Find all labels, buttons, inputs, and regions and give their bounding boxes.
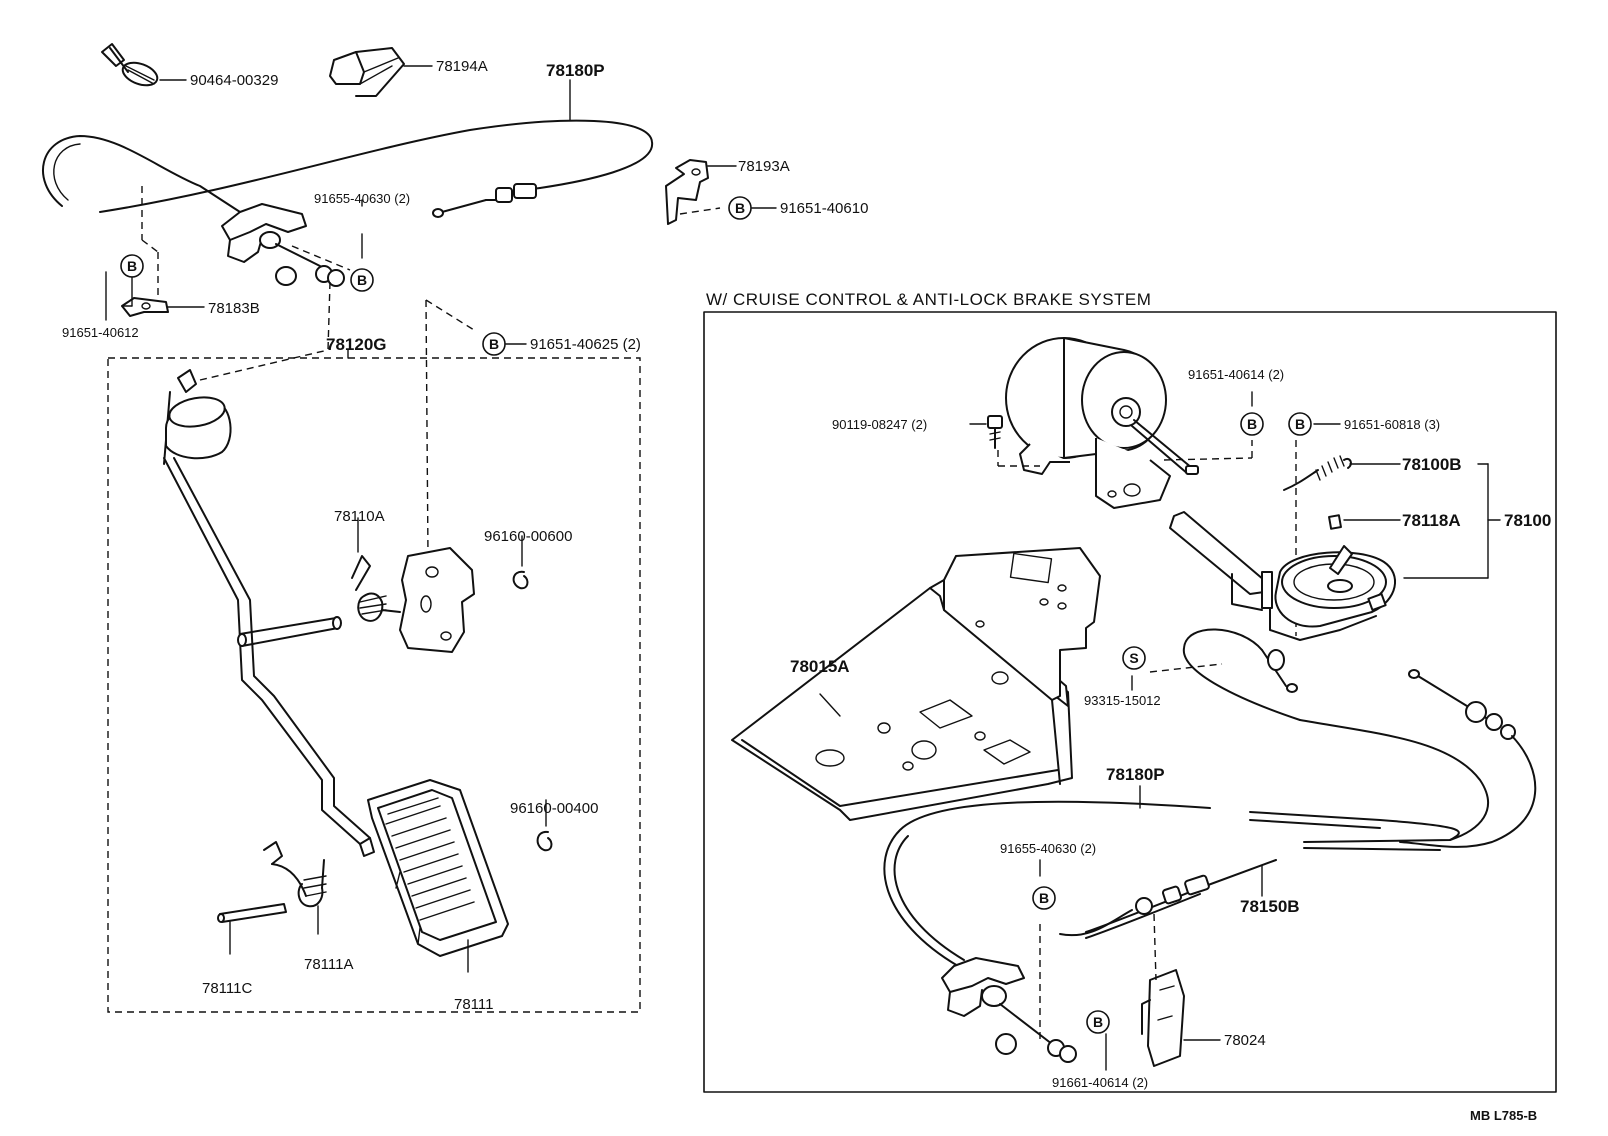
label-91655-40630-top: 91655-40630 (2) — [314, 191, 411, 206]
label-78110a: 78110A — [334, 508, 385, 525]
cruise-control-inset-frame — [703, 311, 1557, 1093]
label-78183b: 78183B — [208, 300, 260, 317]
label-91651-40625: 91651-40625 (2) — [530, 336, 641, 353]
label-78180p-inset: 78180P — [1106, 765, 1165, 784]
label-90119-08247: 90119-08247 (2) — [832, 417, 928, 432]
bolt-callout-b-4: B — [482, 332, 506, 356]
screw-callout-s: S — [1122, 646, 1146, 670]
bolt-callout-b-2: B — [350, 268, 374, 292]
svg-text:B: B — [357, 272, 367, 288]
cable-clamp-part — [101, 43, 159, 87]
actuator-pulley-78100 — [1169, 511, 1396, 641]
bracket-78194a-part — [329, 47, 405, 97]
bolt-callout-b-5: B — [1240, 412, 1264, 436]
svg-text:B: B — [489, 336, 499, 352]
drawing-code: MB L785-B — [1470, 1108, 1538, 1123]
pin-78111c — [217, 903, 287, 923]
label-78100: 78100 — [1504, 511, 1552, 530]
snap-ring-96160-00400 — [536, 830, 553, 852]
svg-text:B: B — [1093, 1014, 1103, 1030]
bolt-callout-b-7: B — [1032, 886, 1056, 910]
label-78194a: 78194A — [436, 58, 488, 75]
label-93315-15012: 93315-15012 — [1084, 693, 1161, 708]
svg-text:B: B — [735, 200, 745, 216]
svg-text:B: B — [1295, 416, 1305, 432]
cable-retainer-part — [221, 203, 345, 287]
bolt-callout-b-1: B — [120, 254, 144, 278]
label-78180p-top: 78180P — [546, 61, 605, 80]
label-78111a: 78111A — [304, 956, 354, 973]
accelerator-cable-top — [42, 119, 654, 218]
pedal-assembly-boundary — [107, 357, 641, 1013]
label-91655-40630-inset: 91655-40630 (2) — [1000, 841, 1097, 856]
svg-text:B: B — [127, 258, 137, 274]
label-78100b: 78100B — [1402, 455, 1462, 474]
pedal-shaft — [237, 616, 342, 647]
bolt-90119-08247-part — [987, 415, 1003, 449]
actuator-spring-78100b — [1283, 455, 1352, 491]
label-91651-60818: 91651-60818 (3) — [1344, 417, 1441, 432]
bracket-78193a-part — [665, 159, 709, 225]
accelerator-cable-inset — [883, 800, 1277, 967]
bolt-callout-b-6: B — [1288, 412, 1312, 436]
accelerator-pedal-arm — [163, 369, 375, 857]
label-78193a: 78193A — [738, 158, 790, 175]
return-spring-78110a — [351, 555, 401, 622]
pedal-pad-78111 — [367, 779, 509, 957]
label-78024: 78024 — [1224, 1032, 1266, 1049]
svg-text:S: S — [1129, 650, 1138, 666]
return-spring-78111a — [263, 841, 327, 908]
bolt-callout-b-8: B — [1086, 1010, 1110, 1034]
link-78118a-part — [1328, 514, 1342, 530]
label-91661-40614: 91661-40614 (2) — [1052, 1075, 1149, 1090]
label-78111c: 78111C — [202, 980, 253, 997]
pedal-bracket-plate — [399, 547, 475, 653]
cruise-control-cable — [1182, 628, 1537, 851]
label-91651-40614: 91651-40614 (2) — [1188, 367, 1285, 382]
label-78120g: 78120G — [326, 335, 387, 354]
bolt-callout-b-3: B — [728, 196, 752, 220]
label-96160-00600: 96160-00600 — [484, 528, 573, 545]
inset-section-title: W/ CRUISE CONTROL & ANTI-LOCK BRAKE SYST… — [706, 290, 1152, 309]
cruise-actuator-motor — [1005, 337, 1199, 509]
mounting-bracket-78015a — [731, 547, 1101, 821]
svg-text:B: B — [1039, 890, 1049, 906]
label-78118a: 78118A — [1402, 511, 1461, 530]
label-78015a: 78015A — [790, 657, 850, 676]
snap-ring-96160-00600 — [512, 570, 529, 590]
label-90464-00329: 90464-00329 — [190, 72, 279, 89]
label-91651-40612: 91651-40612 — [62, 325, 139, 340]
bracket-78024-part — [1141, 969, 1185, 1067]
label-78111: 78111 — [454, 996, 494, 1013]
cable-retainer-inset — [941, 957, 1077, 1063]
clip-78183b-part — [121, 297, 169, 317]
label-91651-40610: 91651-40610 — [780, 200, 869, 217]
label-96160-00400: 96160-00400 — [510, 800, 599, 817]
svg-text:B: B — [1247, 416, 1257, 432]
label-78150b: 78150B — [1240, 897, 1300, 916]
